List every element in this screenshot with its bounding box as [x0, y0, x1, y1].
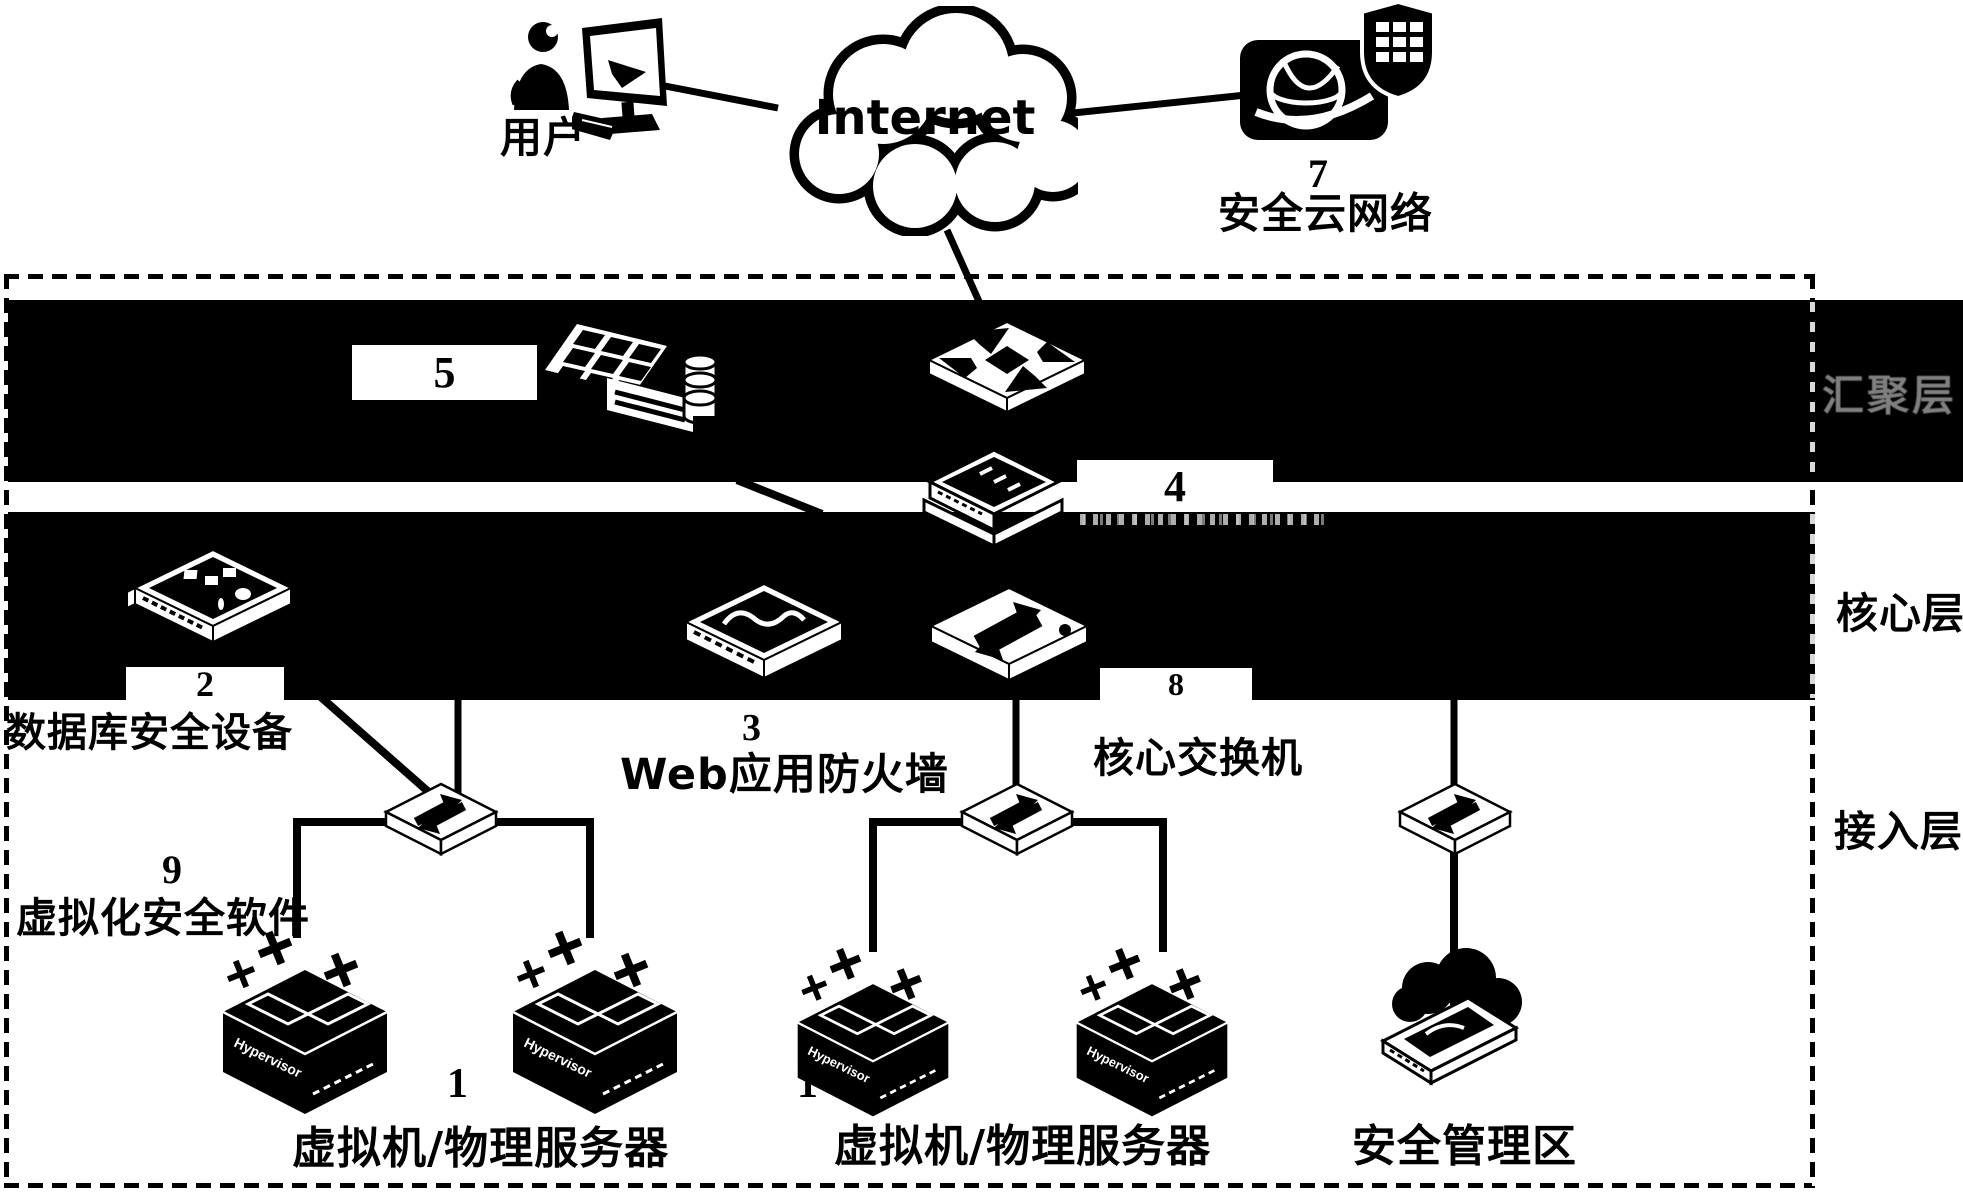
internet-label: Internet	[815, 90, 1036, 146]
line-switch2-server3	[873, 822, 968, 952]
number-4: 4	[1164, 461, 1186, 512]
dashed-border-top	[4, 274, 1812, 279]
user-person-icon	[510, 20, 572, 112]
servers-label-a: 虚拟机/物理服务器	[292, 1112, 669, 1176]
number-5: 5	[434, 347, 456, 398]
hypervisor-server-2-icon: Hypervisor	[503, 922, 687, 1118]
degraded-text-strip	[1080, 514, 1325, 525]
waf-label: Web应用防火墙	[620, 740, 949, 802]
core-switch-icon	[925, 584, 1093, 702]
access-switch-2-icon	[956, 780, 1078, 872]
dashed-border-right-over-band1	[1810, 302, 1815, 480]
core-switch-label: 核心交换机	[1093, 724, 1303, 784]
internet-cloud-icon: Internet	[773, 6, 1078, 236]
label-box-5: 5	[352, 345, 537, 400]
line-internet-securitycloud	[1073, 95, 1246, 113]
aggregation-server-icon	[545, 320, 720, 445]
aggregation-layer-label: 汇聚层	[1822, 362, 1957, 423]
hypervisor-server-1-icon: Hypervisor	[213, 922, 397, 1118]
user-label: 用户	[500, 104, 586, 165]
database-device-label: 数据库安全设备	[6, 700, 293, 758]
number-1a: 1	[447, 1060, 468, 1108]
waf-device-icon	[680, 578, 848, 703]
number-2: 2	[196, 663, 214, 705]
line-switch1-server1	[297, 822, 392, 938]
label-box-8: 8	[1100, 668, 1252, 701]
number-1b: 1	[797, 1060, 818, 1108]
number-8: 8	[1168, 666, 1184, 703]
user-computer-icon	[572, 16, 677, 144]
label-box-2: 2	[126, 667, 284, 701]
shield-icon	[1362, 2, 1434, 98]
security-cloud-label: 安全云网络	[1218, 180, 1433, 241]
servers-label-b: 虚拟机/物理服务器	[834, 1110, 1211, 1174]
dashed-border-bottom	[4, 1183, 1812, 1188]
access-switch-3-icon	[1394, 780, 1516, 872]
line-user-internet	[665, 86, 778, 108]
database-security-device-icon	[125, 546, 300, 666]
line-switch2-server4	[1066, 822, 1163, 952]
line-switch1-server2	[490, 822, 590, 938]
security-cloud-icon	[1238, 0, 1438, 150]
label-box-4: 4	[1077, 460, 1273, 512]
core-layer-label: 核心层	[1836, 580, 1963, 641]
line-server5-waf	[737, 480, 822, 514]
dashed-border-right-over-band2	[1810, 514, 1815, 698]
hypervisor-server-4-icon: Hypervisor	[1060, 940, 1244, 1120]
management-zone-label: 安全管理区	[1352, 1110, 1577, 1174]
internet-router-icon	[925, 318, 1090, 430]
security-management-icon	[1368, 946, 1533, 1091]
access-layer-label: 接入层	[1834, 798, 1963, 859]
access-switch-1-icon	[380, 780, 502, 872]
firewall-appliance-icon	[922, 444, 1067, 559]
